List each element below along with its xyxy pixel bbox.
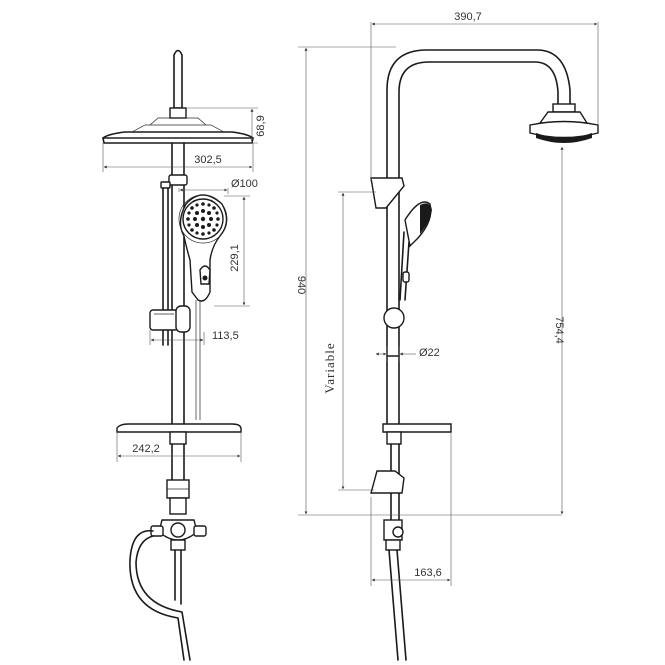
front-head-connector <box>169 107 187 119</box>
front-slider-holder <box>149 305 191 333</box>
dim-pipe-diameter: Ø22 <box>419 347 440 359</box>
side-shelf <box>382 423 452 445</box>
side-arm-outer <box>386 49 571 429</box>
side-lower-wall-bracket <box>370 470 405 494</box>
dim-arm-width: 390,7 <box>454 11 482 23</box>
dim-head-diameter: 302,5 <box>194 154 222 166</box>
front-mixer-valve <box>150 519 207 551</box>
front-shelf <box>116 423 242 445</box>
side-slider-knob <box>383 307 405 329</box>
front-hand-shower <box>178 194 228 302</box>
front-upper-clip <box>168 174 188 186</box>
dim-head-height: 68,9 <box>255 115 267 136</box>
dim-holder-offset: 113,5 <box>212 330 239 342</box>
dim-total-height: 940 <box>295 276 307 294</box>
dim-outlet-width: 163,6 <box>414 567 442 579</box>
dim-slider-range: Variable <box>322 342 337 393</box>
dim-hand-diameter: Ø100 <box>231 178 258 190</box>
dim-hand-length: 229,1 <box>229 244 241 272</box>
side-upper-wall-bracket <box>370 177 405 209</box>
side-arm-inner <box>398 61 559 429</box>
front-hose-loop <box>129 529 185 661</box>
front-hand-shower-nozzles <box>186 202 220 236</box>
side-hand-shower <box>399 201 432 301</box>
dim-shelf-width: 242,2 <box>132 443 160 455</box>
front-rain-shower-head <box>102 131 254 139</box>
dim-head-drop: 754,4 <box>553 316 565 344</box>
front-top-riser <box>173 49 183 109</box>
front-view: 68,9 302,5 Ø100 229,1 113,5 242,2 <box>102 49 267 661</box>
side-view: 390,7 940 Variable Ø22 754,4 163,6 <box>295 11 599 661</box>
side-outlet-valve <box>383 519 404 551</box>
